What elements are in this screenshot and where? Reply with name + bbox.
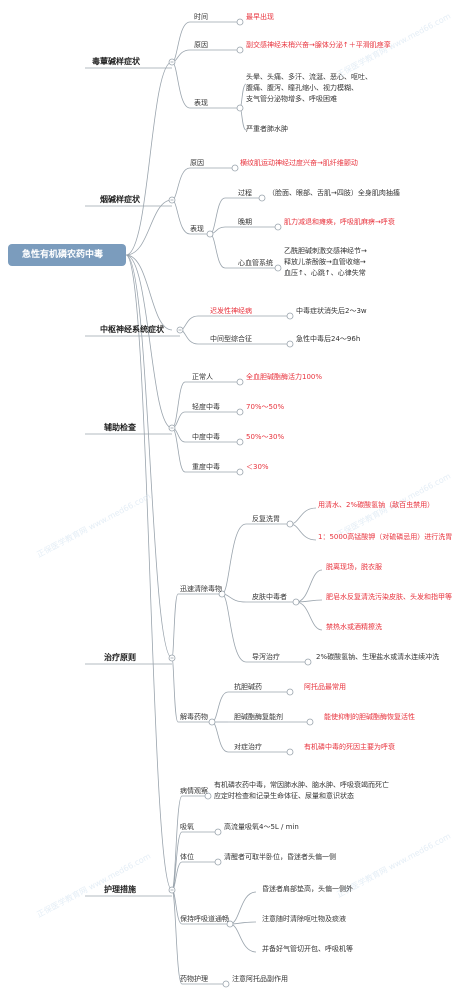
node-severe-value: ＜30%: [246, 463, 269, 471]
observe-line-1: 有机磷农药中毒，常因肺水肿、脑水肿、呼吸衰竭而死亡: [214, 781, 389, 789]
node-skin-label: 皮肤中毒者: [252, 593, 287, 601]
node-symptom-label: 对症治疗: [234, 743, 262, 751]
branch-cns[interactable]: 中枢神经系统症状: [100, 325, 164, 334]
node-cathartic-label: 导泻治疗: [252, 653, 280, 661]
node-oxygen-label: 吸氧: [180, 823, 194, 831]
observe-line-2: 应定时检查和记录生命体征、尿量和意识状态: [214, 792, 354, 800]
sign-line-3: 支气管分泌物增多、呼吸困难: [246, 95, 337, 103]
node-cause-value: 副交感神经末梢兴奋→腺体分泌↑＋平滑肌痉挛: [246, 41, 391, 49]
sign-line-1: 头晕、头痛、多汗、流涎、恶心、呕吐、: [246, 73, 372, 81]
lavage-red-2: 1：5000高锰酸钾（对硫磷忌用）进行洗胃: [318, 533, 453, 541]
node-late-label: 晚期: [238, 218, 252, 226]
branch-treatment[interactable]: 治疗原则: [104, 653, 136, 662]
skin-red-2: 肥皂水反复清洗污染皮肤、头发和指甲等: [326, 593, 452, 601]
node-sign-label: 表现: [190, 225, 204, 233]
node-anticholine-value: 阿托品最常用: [304, 683, 346, 691]
node-delayed-value: 中毒症状消失后2～3w: [296, 307, 367, 315]
node-cause-label: 原因: [194, 41, 208, 49]
node-normal-value: 全血胆碱酯酶活力100%: [246, 373, 323, 381]
lavage-red-1: 用清水、2%碳酸氢钠（敌百虫禁用）: [318, 501, 435, 509]
node-severe-label: 重度中毒: [192, 463, 220, 471]
node-drug-value: 注意阿托品副作用: [232, 975, 288, 983]
branch-nicotinic[interactable]: 烟碱样症状: [100, 195, 140, 204]
branch-aux-exam[interactable]: 辅助检查: [104, 423, 136, 432]
node-reactivator-label: 胆碱酯酶复能剂: [234, 713, 283, 721]
node-drug-label: 药物护理: [180, 975, 208, 983]
cardio-line-1: 乙酰胆碱刺激交感神经节→: [284, 247, 367, 255]
node-cardio-label: 心血管系统: [238, 259, 273, 267]
skin-red-1: 脱离现场，脱衣服: [326, 563, 382, 571]
node-observe-label: 病情观察: [180, 787, 208, 795]
node-moderate-value: 50%～30%: [246, 433, 285, 441]
airway-3: 并备好气管切开包、呼吸机等: [262, 945, 353, 953]
node-sign-label: 表现: [194, 99, 208, 107]
node-position-label: 体位: [180, 853, 194, 861]
skin-red-3: 禁热水或酒精擦洗: [326, 623, 382, 631]
node-cathartic-value: 2%碳酸氢钠、生理盐水或清水连续冲洗: [316, 653, 440, 661]
root-node[interactable]: 急性有机磷农药中毒: [8, 244, 126, 266]
airway-2: 注意随时清除呕吐物及痰液: [262, 915, 346, 923]
cardio-line-2: 释放儿茶酚胺→血管收缩→: [284, 258, 366, 266]
node-delayed-label: 迟发性神经病: [210, 307, 252, 315]
node-airway-label: 保持呼吸道通畅: [180, 915, 229, 923]
node-time-value: 最早出现: [246, 13, 274, 21]
node-normal-label: 正常人: [192, 373, 213, 381]
node-moderate-label: 中度中毒: [192, 433, 220, 441]
sign-line-2: 腹痛、腹泻、瞳孔缩小、视力模糊、: [246, 84, 358, 92]
node-cause-value: 横纹肌运动神经过度兴奋→肌纤维颤动: [240, 159, 358, 167]
airway-1: 昏迷者肩部垫高，头偏一侧外: [262, 885, 353, 893]
node-cause-label: 原因: [190, 159, 204, 167]
node-anticholine-label: 抗胆碱药: [234, 683, 262, 691]
node-process-value: （脸面、眼部、舌肌→四肢）全身肌肉抽搐: [268, 189, 400, 197]
sign-extra: 严重者肺水肿: [246, 125, 288, 133]
node-lavage-label: 反复洗胃: [252, 515, 280, 523]
node-mild-value: 70%～50%: [246, 403, 285, 411]
node-reactivator-value: 能使抑制的胆碱酯酶恢复活性: [324, 713, 415, 721]
node-process-label: 过程: [238, 189, 252, 197]
node-inter-label: 中间型综合征: [210, 335, 252, 343]
node-mild-label: 轻度中毒: [192, 403, 220, 411]
node-time-label: 时间: [194, 13, 208, 21]
node-symptom-value: 有机磷中毒的死因主要为呼衰: [304, 743, 395, 751]
node-inter-value: 急性中毒后24～96h: [296, 335, 361, 343]
branch-muscarinic[interactable]: 毒蕈碱样症状: [92, 57, 140, 66]
node-remove-label: 迅速清除毒物: [180, 585, 222, 593]
cardio-line-3: 血压↑、心跳↑、心律失常: [284, 269, 366, 277]
branch-nursing[interactable]: 护理措施: [104, 885, 136, 894]
node-antidote-label: 解毒药物: [180, 713, 208, 721]
node-late-value: 肌力减退和瘫痪，呼吸肌麻痹→呼衰: [284, 218, 395, 226]
node-position-value: 清醒者可取半卧位，昏迷者头偏一侧: [224, 853, 336, 861]
node-oxygen-value: 高流量吸氧4～5L / min: [224, 823, 299, 831]
